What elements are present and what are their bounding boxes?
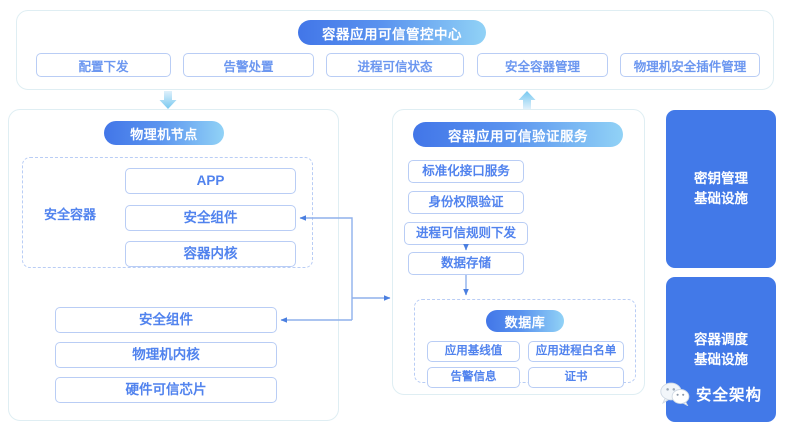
- box-app-baseline[interactable]: 应用基线值: [427, 341, 520, 362]
- watermark: 安全架构: [660, 382, 762, 406]
- arrow-up-icon: [518, 91, 536, 109]
- secure-container-label: 安全容器: [43, 206, 96, 222]
- box-data-storage[interactable]: 数据存储: [408, 252, 524, 275]
- wechat-icon: [660, 382, 690, 406]
- verification-service-title: 容器应用可信验证服务: [413, 122, 623, 147]
- card-sched-line1: 容器调度: [694, 331, 748, 347]
- box-security-component-container[interactable]: 安全组件: [125, 205, 296, 231]
- card-sched-line2: 基础设施: [694, 351, 748, 367]
- box-app[interactable]: APP: [125, 168, 296, 194]
- box-trusted-hardware-chip[interactable]: 硬件可信芯片: [55, 377, 277, 403]
- box-certificate[interactable]: 证书: [528, 367, 624, 388]
- card-key-management-infrastructure[interactable]: 密钥管理 基础设施: [666, 110, 776, 268]
- nav-button-alert-handling[interactable]: 告警处置: [183, 53, 314, 77]
- nav-button-host-security-plugin-mgmt[interactable]: 物理机安全插件管理: [620, 53, 760, 77]
- box-container-kernel[interactable]: 容器内核: [125, 241, 296, 267]
- arrow-down-icon: [159, 91, 177, 109]
- nav-button-config-dispatch[interactable]: 配置下发: [36, 53, 171, 77]
- box-alert-info[interactable]: 告警信息: [427, 367, 520, 388]
- nav-button-secure-container-mgmt[interactable]: 安全容器管理: [477, 53, 608, 77]
- box-identity-permission-verify[interactable]: 身份权限验证: [408, 191, 524, 214]
- watermark-text: 安全架构: [696, 387, 763, 404]
- box-host-kernel[interactable]: 物理机内核: [55, 342, 277, 368]
- card-kms-line1: 密钥管理: [694, 171, 748, 187]
- host-node-title: 物理机节点: [104, 121, 224, 145]
- card-kms-line2: 基础设施: [694, 191, 748, 206]
- box-standard-interface-service[interactable]: 标准化接口服务: [408, 160, 524, 183]
- nav-button-process-trust-state[interactable]: 进程可信状态: [326, 53, 464, 77]
- box-app-process-whitelist[interactable]: 应用进程白名单: [528, 341, 624, 362]
- page-title: 容器应用可信管控中心: [298, 20, 486, 45]
- database-title: 数据库: [486, 310, 564, 332]
- box-security-component-host[interactable]: 安全组件: [55, 307, 277, 333]
